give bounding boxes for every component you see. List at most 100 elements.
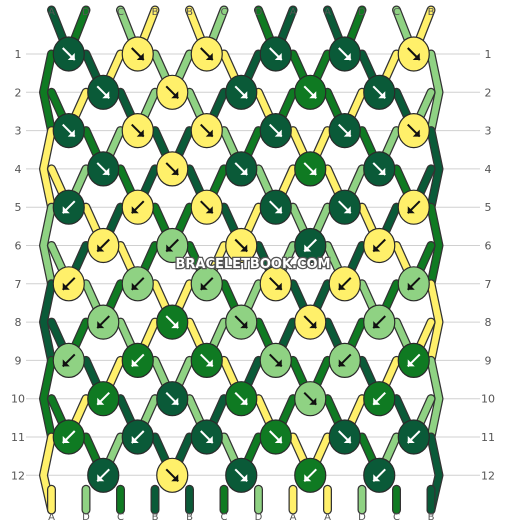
- arrowhead-icon: [97, 244, 105, 252]
- knot: [259, 266, 292, 302]
- arrowhead-icon: [240, 321, 248, 329]
- arrowhead-icon: [205, 129, 213, 137]
- string-label-top: C: [117, 7, 124, 18]
- string-label-bottom: A: [290, 512, 297, 523]
- string-label-top: B: [152, 7, 159, 18]
- strand: [427, 357, 443, 441]
- knot: [363, 381, 396, 417]
- arrowhead-icon: [343, 53, 351, 60]
- arrowhead-icon: [102, 91, 110, 99]
- knot: [259, 36, 292, 72]
- arrowhead-icon: [343, 436, 351, 443]
- arrowhead-icon: [373, 397, 381, 405]
- string-label-top: D: [82, 7, 90, 18]
- strand: [40, 203, 55, 288]
- arrowhead-icon: [274, 282, 282, 290]
- arrowhead-icon: [407, 359, 415, 367]
- knot: [259, 189, 292, 225]
- knot: [225, 74, 258, 110]
- arrowhead-icon: [171, 321, 179, 329]
- knot: [87, 457, 120, 493]
- knot: [328, 36, 361, 72]
- arrowhead-icon: [171, 397, 179, 405]
- arrowhead-icon: [67, 53, 75, 60]
- arrowhead-icon: [171, 91, 179, 99]
- arrowhead-icon: [309, 397, 317, 405]
- knot: [121, 342, 154, 378]
- knot: [190, 113, 223, 149]
- string-label-bottom: B: [152, 512, 159, 523]
- string-label-top: B: [186, 7, 193, 18]
- knot: [156, 74, 189, 110]
- row-number-right: 1: [485, 48, 492, 61]
- arrowhead-icon: [131, 359, 139, 367]
- knot: [294, 227, 327, 264]
- strand: [40, 127, 55, 211]
- string-label-top: B: [428, 7, 435, 18]
- knot: [52, 189, 85, 225]
- arrowhead-icon: [309, 321, 317, 329]
- row-number-left: 3: [15, 125, 22, 138]
- knot: [363, 457, 396, 493]
- row-number-right: 9: [485, 354, 492, 367]
- row-number-left: 2: [15, 86, 22, 99]
- row-number-right: 6: [485, 240, 492, 253]
- row-number-left: 9: [15, 354, 22, 367]
- arrowhead-icon: [131, 206, 139, 214]
- row-number-left: 8: [15, 316, 22, 329]
- knot: [156, 381, 189, 417]
- arrowhead-icon: [274, 436, 282, 443]
- strand: [427, 280, 443, 364]
- arrowhead-icon: [240, 91, 248, 99]
- knot: [52, 342, 85, 378]
- knot: [294, 381, 327, 417]
- knot: [121, 113, 154, 149]
- watermark-text: BRACELETBOOK.COM: [176, 257, 331, 272]
- knot: [87, 304, 120, 340]
- string-label-bottom: D: [255, 512, 263, 523]
- arrowhead-icon: [136, 53, 144, 60]
- knot: [190, 189, 223, 225]
- string-label-bottom: C: [221, 512, 228, 523]
- knot: [397, 113, 430, 149]
- knot: [397, 36, 430, 72]
- string-label-top: D: [358, 7, 366, 18]
- arrowhead-icon: [62, 436, 70, 443]
- arrowhead-icon: [304, 474, 312, 482]
- row-number-right: 8: [485, 316, 492, 329]
- knot: [363, 74, 396, 110]
- knot: [397, 266, 430, 302]
- strand: [40, 357, 55, 441]
- arrowhead-icon: [102, 167, 110, 175]
- arrowhead-icon: [407, 206, 415, 214]
- arrowhead-icon: [205, 53, 213, 60]
- knot: [363, 304, 396, 340]
- knot: [121, 189, 154, 225]
- knot: [259, 419, 292, 455]
- row-number-right: 4: [485, 163, 492, 176]
- arrowhead-icon: [240, 244, 248, 252]
- arrowhead-icon: [131, 436, 139, 443]
- knot: [156, 151, 189, 187]
- strand: [427, 127, 443, 211]
- row-number-left: 12: [11, 469, 25, 482]
- arrowhead-icon: [407, 282, 415, 290]
- arrowhead-icon: [240, 397, 248, 405]
- arrowhead-icon: [205, 206, 213, 214]
- knot: [121, 36, 154, 72]
- knot: [87, 381, 120, 417]
- arrowhead-icon: [274, 359, 282, 367]
- arrowhead-icon: [274, 206, 282, 214]
- knot: [225, 381, 258, 417]
- knot: [328, 189, 361, 225]
- knot: [328, 113, 361, 149]
- arrowhead-icon: [309, 91, 317, 99]
- arrowhead-icon: [274, 129, 282, 137]
- arrowhead-icon: [373, 244, 381, 252]
- arrowhead-icon: [240, 167, 248, 175]
- arrowhead-icon: [62, 206, 70, 214]
- row-number-left: 5: [15, 201, 22, 214]
- arrowhead-icon: [407, 436, 415, 443]
